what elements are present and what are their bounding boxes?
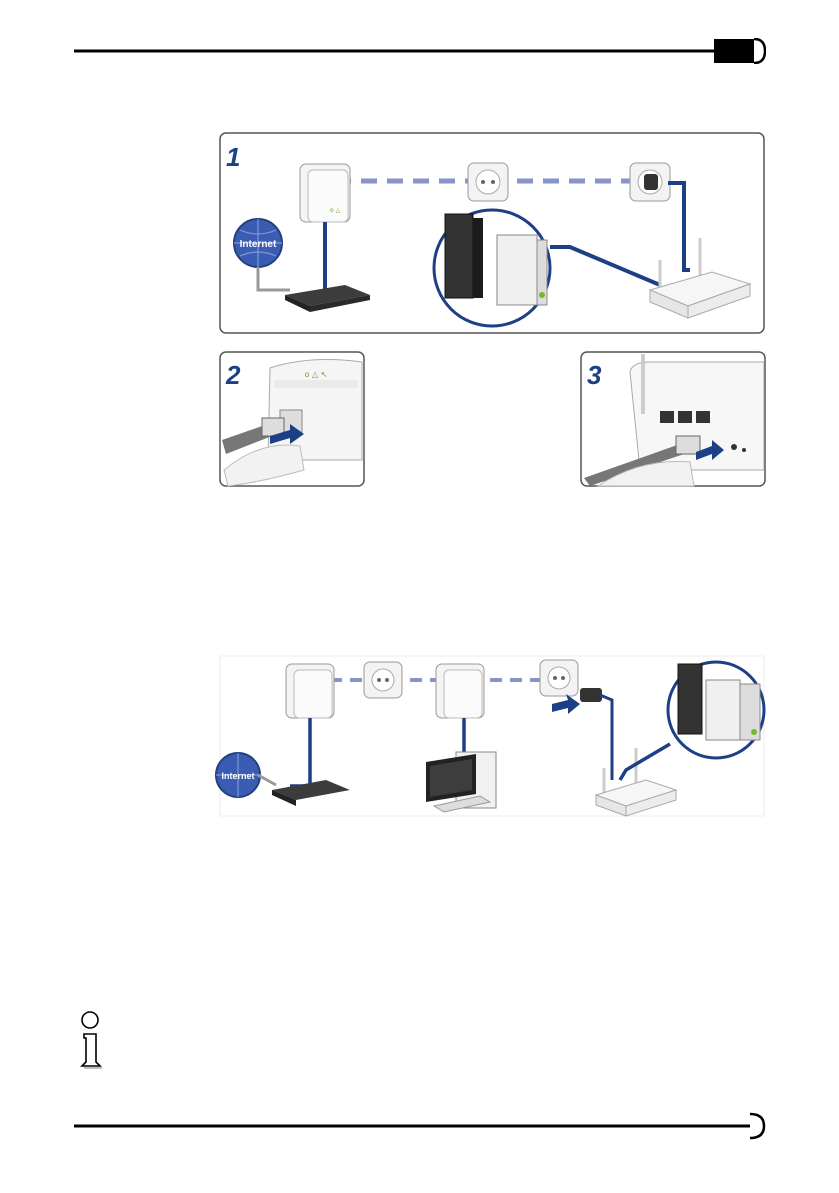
internet-globe-icon: Internet <box>216 753 260 797</box>
wall-socket-icon <box>540 660 578 696</box>
extended-network-figure: Internet <box>0 0 839 830</box>
internet-label: Internet <box>221 771 254 781</box>
wall-socket-icon <box>364 662 402 698</box>
powerline-adapter-icon <box>286 664 334 718</box>
game-console-magnifier-icon <box>668 662 764 758</box>
page-footer-bar <box>74 1112 766 1140</box>
powerline-adapter-icon <box>436 664 484 718</box>
info-note-icon <box>78 1010 108 1072</box>
